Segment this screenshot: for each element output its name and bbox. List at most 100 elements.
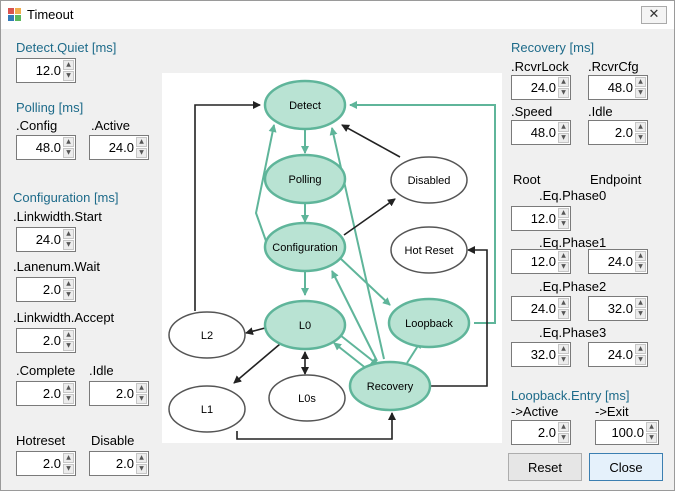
eq-phase1-endpoint-input[interactable]: 24.0 ▲▼ <box>588 249 648 274</box>
spin-up-icon[interactable]: ▲ <box>63 229 74 239</box>
spin-down-icon[interactable]: ▼ <box>136 148 147 158</box>
rcvrcfg-input[interactable]: 48.0 ▲▼ <box>588 75 648 100</box>
spin-down-icon[interactable]: ▼ <box>558 88 569 98</box>
eq-phase3-root-input[interactable]: 32.0 ▲▼ <box>511 342 571 367</box>
spin-down-icon[interactable]: ▼ <box>63 394 74 404</box>
recovery-idle-value: 2.0 <box>614 125 633 140</box>
complete-input[interactable]: 2.0 ▲▼ <box>16 381 76 406</box>
spin-up-icon[interactable]: ▲ <box>136 137 147 147</box>
spin-down-icon[interactable]: ▼ <box>635 262 646 272</box>
eq-phase2-root-input[interactable]: 24.0 ▲▼ <box>511 296 571 321</box>
spin-down-icon[interactable]: ▼ <box>63 240 74 250</box>
spin-up-icon[interactable]: ▲ <box>558 77 569 87</box>
eq-phase2-endpoint-input[interactable]: 32.0 ▲▼ <box>588 296 648 321</box>
spin-up-icon[interactable]: ▲ <box>635 122 646 132</box>
spin-down-icon[interactable]: ▼ <box>558 433 569 443</box>
spin-up-icon[interactable]: ▲ <box>63 330 74 340</box>
loopback-exit-input[interactable]: 100.0 ▲▼ <box>595 420 659 445</box>
state-recovery <box>348 360 432 412</box>
spin-down-icon[interactable]: ▼ <box>635 133 646 143</box>
close-icon[interactable]: ✕ <box>641 6 667 24</box>
window-title: Timeout <box>27 7 74 22</box>
linkwidth-start-label: .Linkwidth.Start <box>13 209 102 224</box>
recovery-idle-label: .Idle <box>588 104 613 119</box>
eq-phase3-endpoint-input[interactable]: 24.0 ▲▼ <box>588 342 648 367</box>
state-hot-reset <box>390 226 468 274</box>
lanenum-wait-label: .Lanenum.Wait <box>13 259 100 274</box>
rcvrlock-input[interactable]: 24.0 ▲▼ <box>511 75 571 100</box>
state-l2-label: L2 <box>201 330 213 342</box>
spin-down-icon[interactable]: ▼ <box>635 355 646 365</box>
spin-up-icon[interactable]: ▲ <box>558 208 569 218</box>
spin-down-icon[interactable]: ▼ <box>635 309 646 319</box>
spin-down-icon[interactable]: ▼ <box>558 355 569 365</box>
state-l1 <box>168 385 246 433</box>
spin-down-icon[interactable]: ▼ <box>558 309 569 319</box>
hotreset-label: Hotreset <box>16 433 66 448</box>
edge-l2-detect <box>194 101 261 311</box>
linkwidth-start-value: 24.0 <box>35 232 61 247</box>
hotreset-input[interactable]: 2.0 ▲▼ <box>16 451 76 476</box>
lanenum-wait-input[interactable]: 2.0 ▲▼ <box>16 277 76 302</box>
loopback-active-value: 2.0 <box>537 425 556 440</box>
reset-button[interactable]: Reset <box>508 453 582 481</box>
edge-loopback-detect <box>349 101 496 324</box>
spin-down-icon[interactable]: ▼ <box>63 71 74 81</box>
complete-value: 2.0 <box>42 386 61 401</box>
loopback-active-label: ->Active <box>511 404 559 419</box>
spin-up-icon[interactable]: ▲ <box>558 122 569 132</box>
spin-down-icon[interactable]: ▼ <box>136 464 147 474</box>
spin-up-icon[interactable]: ▲ <box>635 344 646 354</box>
spin-up-icon[interactable]: ▲ <box>63 279 74 289</box>
spin-up-icon[interactable]: ▲ <box>63 453 74 463</box>
spin-up-icon[interactable]: ▲ <box>558 422 569 432</box>
spin-down-icon[interactable]: ▼ <box>63 148 74 158</box>
eq-phase1-label: .Eq.Phase1 <box>539 235 607 250</box>
config-idle-input[interactable]: 2.0 ▲▼ <box>89 381 149 406</box>
disable-input[interactable]: 2.0 ▲▼ <box>89 451 149 476</box>
rcvrlock-value: 24.0 <box>530 80 556 95</box>
disable-value: 2.0 <box>115 456 134 471</box>
speed-input[interactable]: 48.0 ▲▼ <box>511 120 571 145</box>
linkwidth-start-input[interactable]: 24.0 ▲▼ <box>16 227 76 252</box>
spin-down-icon[interactable]: ▼ <box>558 133 569 143</box>
polling-active-input[interactable]: 24.0 ▲▼ <box>89 135 149 160</box>
spin-down-icon[interactable]: ▼ <box>646 433 657 443</box>
spin-up-icon[interactable]: ▲ <box>136 453 147 463</box>
loopback-active-input[interactable]: 2.0 ▲▼ <box>511 420 571 445</box>
eq-phase1-root-input[interactable]: 12.0 ▲▼ <box>511 249 571 274</box>
eq-phase0-root-input[interactable]: 12.0 ▲▼ <box>511 206 571 231</box>
spin-down-icon[interactable]: ▼ <box>635 88 646 98</box>
close-button[interactable]: Close <box>589 453 663 481</box>
polling-config-input[interactable]: 48.0 ▲▼ <box>16 135 76 160</box>
spin-down-icon[interactable]: ▼ <box>63 341 74 351</box>
linkwidth-accept-input[interactable]: 2.0 ▲▼ <box>16 328 76 353</box>
eq-phase0-root-value: 12.0 <box>530 211 556 226</box>
title-bar: Timeout ✕ <box>1 1 674 29</box>
spin-up-icon[interactable]: ▲ <box>558 251 569 261</box>
spin-up-icon[interactable]: ▲ <box>635 77 646 87</box>
loopback-exit-label: ->Exit <box>595 404 629 419</box>
root-label: Root <box>513 172 541 187</box>
spin-up-icon[interactable]: ▲ <box>635 251 646 261</box>
spin-down-icon[interactable]: ▼ <box>63 290 74 300</box>
spin-up-icon[interactable]: ▲ <box>136 383 147 393</box>
eq-phase2-label: .Eq.Phase2 <box>539 279 607 294</box>
spin-up-icon[interactable]: ▲ <box>558 298 569 308</box>
spin-up-icon[interactable]: ▲ <box>63 383 74 393</box>
spin-down-icon[interactable]: ▼ <box>558 262 569 272</box>
spin-up-icon[interactable]: ▲ <box>558 344 569 354</box>
linkwidth-accept-label: .Linkwidth.Accept <box>13 310 115 325</box>
spin-down-icon[interactable]: ▼ <box>558 219 569 229</box>
spin-down-icon[interactable]: ▼ <box>63 464 74 474</box>
state-detect-label: Detect <box>289 100 321 112</box>
spin-up-icon[interactable]: ▲ <box>63 137 74 147</box>
spin-up-icon[interactable]: ▲ <box>63 60 74 70</box>
spin-down-icon[interactable]: ▼ <box>136 394 147 404</box>
recovery-idle-input[interactable]: 2.0 ▲▼ <box>588 120 648 145</box>
detect-quiet-input[interactable]: 12.0 ▲▼ <box>16 58 76 83</box>
spin-up-icon[interactable]: ▲ <box>635 298 646 308</box>
spin-up-icon[interactable]: ▲ <box>646 422 657 432</box>
polling-header: Polling [ms] <box>16 100 84 115</box>
edge-configuration-loopback <box>339 257 391 306</box>
